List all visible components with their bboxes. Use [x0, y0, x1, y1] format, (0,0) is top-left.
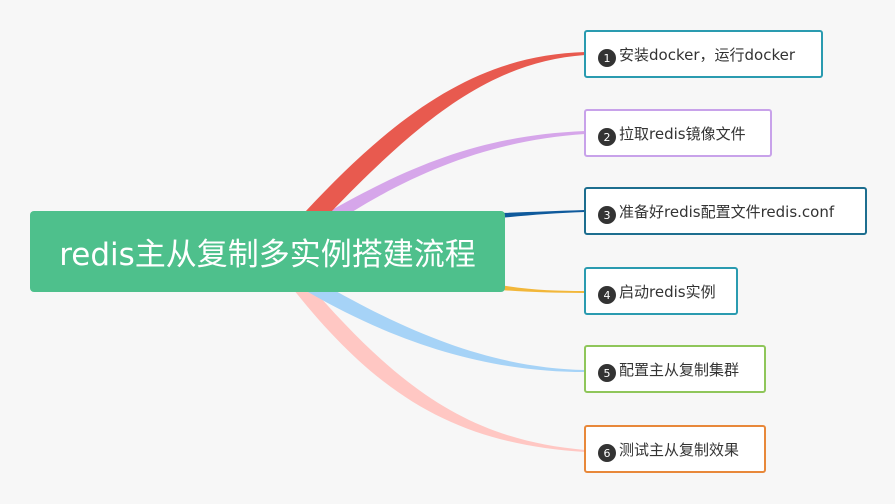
step-label: 测试主从复制效果: [619, 440, 740, 459]
step-node-1[interactable]: 1 安装docker，运行docker: [584, 30, 823, 78]
step-label: 配置主从复制集群: [619, 360, 740, 379]
step-label: 安装docker，运行docker: [619, 45, 795, 64]
step-number-badge: 5: [598, 364, 616, 382]
step-label: 拉取redis镜像文件: [619, 124, 746, 143]
step-number-badge: 4: [598, 286, 616, 304]
root-topic-label: redis主从复制多实例搭建流程: [59, 237, 476, 273]
branch-2: [330, 131, 585, 212]
branch-3: [500, 210, 585, 218]
step-node-2[interactable]: 2 拉取redis镜像文件: [584, 109, 772, 157]
step-label: 准备好redis配置文件redis.conf: [619, 202, 835, 221]
step-node-5[interactable]: 5 配置主从复制集群: [584, 345, 766, 393]
step-number-badge: 2: [598, 128, 616, 146]
branch-1: [305, 52, 585, 213]
branch-5: [308, 282, 585, 372]
step-number-badge: 1: [598, 49, 616, 67]
step-number-badge: 6: [598, 444, 616, 462]
root-topic[interactable]: redis主从复制多实例搭建流程: [30, 211, 505, 292]
step-node-4[interactable]: 4 启动redis实例: [584, 267, 738, 315]
step-node-6[interactable]: 6 测试主从复制效果: [584, 425, 766, 473]
step-number-badge: 3: [598, 206, 616, 224]
step-node-3[interactable]: 3 准备好redis配置文件redis.conf: [584, 187, 867, 235]
branch-4: [500, 285, 585, 293]
step-label: 启动redis实例: [619, 282, 716, 301]
